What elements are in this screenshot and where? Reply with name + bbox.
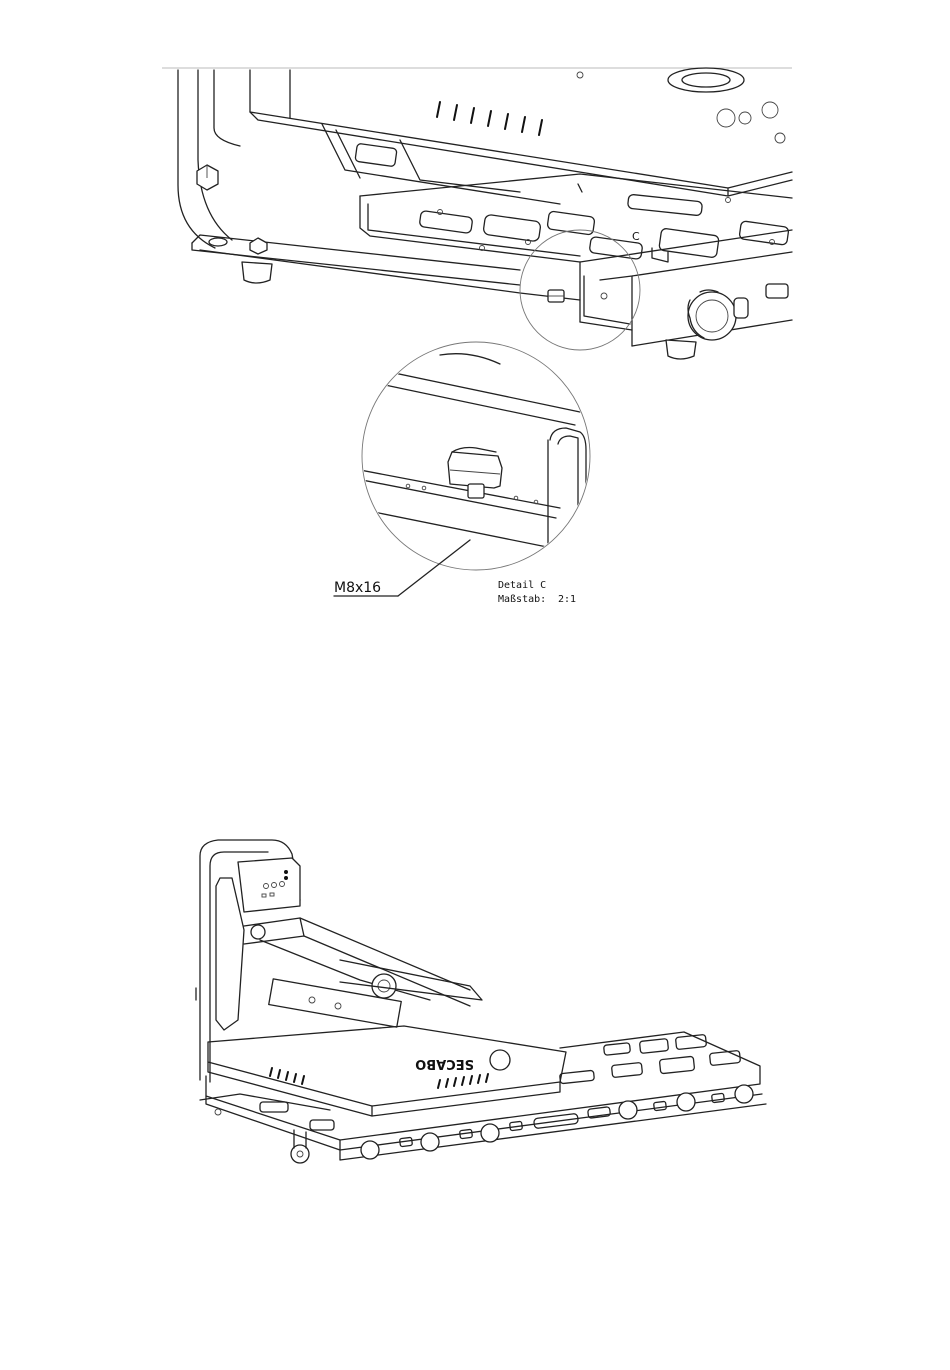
adjustment-knob (688, 290, 748, 340)
heat-press-overview: SECABO (196, 840, 766, 1163)
base-bar (192, 235, 580, 300)
detail-knob (448, 448, 502, 499)
small-knob (548, 290, 564, 302)
base-foot-left (242, 262, 272, 283)
base-foot-right (666, 340, 696, 359)
swing-arm (244, 918, 482, 1027)
platen-logo-text: SECABO (415, 1056, 474, 1071)
caster-wheel (291, 1130, 309, 1163)
platen-vent-slots (437, 102, 542, 135)
table-knobs (361, 1085, 753, 1159)
scale-value: 2:1 (558, 594, 576, 605)
control-panel (238, 858, 300, 912)
heat-platen (250, 68, 792, 196)
platen-logo: SECABO (415, 1050, 510, 1071)
scale-label: Maßstab: (498, 594, 546, 605)
base-washer (209, 238, 227, 246)
callout-label: C (632, 230, 640, 243)
hex-nut (197, 165, 218, 190)
bolt-spec-label: M8x16 (334, 580, 381, 596)
detail-c-view (360, 342, 590, 570)
lower-table (200, 1032, 766, 1160)
detail-title: Detail C (498, 580, 546, 591)
press-frame-arm (178, 70, 240, 248)
